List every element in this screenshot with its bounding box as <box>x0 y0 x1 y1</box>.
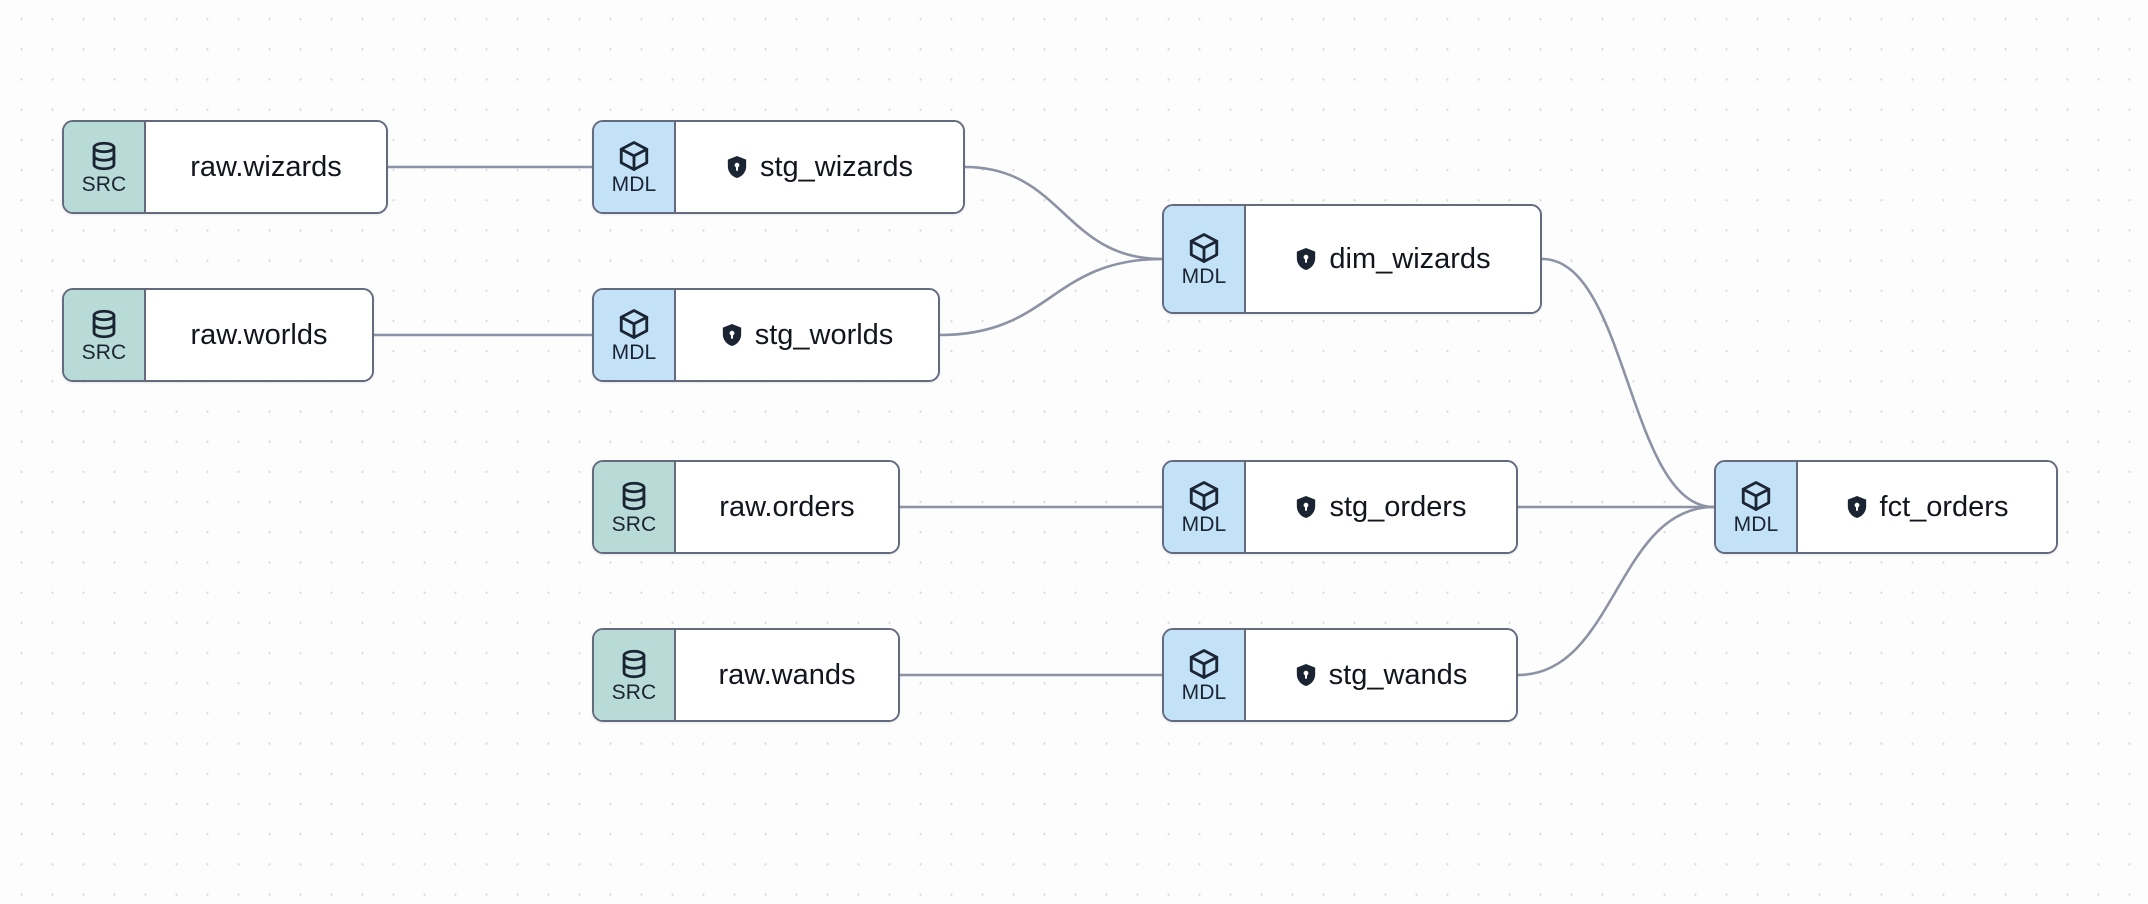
cube-icon <box>617 307 651 341</box>
shield-lock-icon <box>1295 495 1317 519</box>
node-fct_orders[interactable]: MDL fct_orders <box>1714 460 2058 554</box>
node-type-label: MDL <box>611 172 657 196</box>
node-stg_worlds[interactable]: MDL stg_worlds <box>592 288 940 382</box>
node-label: raw.wizards <box>190 151 342 183</box>
node-type-label: SRC <box>611 680 657 704</box>
node-label: raw.wands <box>718 659 856 691</box>
node-type-badge-stg_worlds: MDL <box>594 290 676 380</box>
shield-lock-icon <box>1295 247 1317 271</box>
node-stg_wands[interactable]: MDL stg_wands <box>1162 628 1518 722</box>
node-type-label: MDL <box>1733 512 1779 536</box>
node-type-label: MDL <box>611 340 657 364</box>
node-label: stg_orders <box>1329 491 1467 523</box>
node-raw_orders[interactable]: SRC raw.orders <box>592 460 900 554</box>
node-label: dim_wizards <box>1329 243 1491 275</box>
edge-stg_worlds-to-dim_wizards[interactable] <box>938 257 1164 337</box>
node-type-label: MDL <box>1181 512 1227 536</box>
node-raw_worlds[interactable]: SRC raw.worlds <box>62 288 374 382</box>
node-type-badge-raw_orders: SRC <box>594 462 676 552</box>
node-label: stg_wands <box>1328 659 1468 691</box>
node-type-label: MDL <box>1181 680 1227 704</box>
node-type-label: SRC <box>611 512 657 536</box>
node-type-label: SRC <box>81 340 127 364</box>
edge-dim_wizards-to-fct_orders[interactable] <box>1540 257 1716 509</box>
node-type-label: MDL <box>1181 264 1227 288</box>
node-body-stg_orders: stg_orders <box>1246 462 1516 552</box>
node-stg_wizards[interactable]: MDL stg_wizards <box>592 120 965 214</box>
edge-stg_wands-to-fct_orders[interactable] <box>1516 505 1716 677</box>
node-body-raw_wands: raw.wands <box>676 630 898 720</box>
cube-icon <box>1739 479 1773 513</box>
node-stg_orders[interactable]: MDL stg_orders <box>1162 460 1518 554</box>
node-body-stg_wands: stg_wands <box>1246 630 1516 720</box>
database-icon <box>617 647 651 681</box>
database-icon <box>87 307 121 341</box>
node-type-badge-stg_orders: MDL <box>1164 462 1246 552</box>
node-label: stg_wizards <box>759 151 914 183</box>
node-type-label: SRC <box>81 172 127 196</box>
node-type-badge-stg_wands: MDL <box>1164 630 1246 720</box>
shield-lock-icon <box>1846 495 1868 519</box>
edge-stg_wizards-to-dim_wizards[interactable] <box>963 165 1164 261</box>
node-body-stg_wizards: stg_wizards <box>676 122 963 212</box>
node-body-raw_orders: raw.orders <box>676 462 898 552</box>
node-raw_wizards[interactable]: SRC raw.wizards <box>62 120 388 214</box>
shield-lock-icon <box>721 323 743 347</box>
node-body-fct_orders: fct_orders <box>1798 462 2056 552</box>
node-body-stg_worlds: stg_worlds <box>676 290 938 380</box>
node-type-badge-raw_wizards: SRC <box>64 122 146 212</box>
node-body-raw_wizards: raw.wizards <box>146 122 386 212</box>
cube-icon <box>1187 479 1221 513</box>
node-raw_wands[interactable]: SRC raw.wands <box>592 628 900 722</box>
node-dim_wizards[interactable]: MDL dim_wizards <box>1162 204 1542 314</box>
node-label: stg_worlds <box>754 319 894 351</box>
node-body-dim_wizards: dim_wizards <box>1246 206 1540 312</box>
node-label: raw.worlds <box>190 319 328 351</box>
node-body-raw_worlds: raw.worlds <box>146 290 372 380</box>
shield-lock-icon <box>1295 663 1317 687</box>
node-type-badge-raw_worlds: SRC <box>64 290 146 380</box>
node-label: raw.orders <box>719 491 855 523</box>
node-type-badge-stg_wizards: MDL <box>594 122 676 212</box>
database-icon <box>87 139 121 173</box>
node-type-badge-raw_wands: SRC <box>594 630 676 720</box>
node-type-badge-dim_wizards: MDL <box>1164 206 1246 312</box>
cube-icon <box>1187 647 1221 681</box>
node-type-badge-fct_orders: MDL <box>1716 462 1798 552</box>
shield-lock-icon <box>726 155 748 179</box>
cube-icon <box>617 139 651 173</box>
node-label: fct_orders <box>1879 491 2009 523</box>
database-icon <box>617 479 651 513</box>
cube-icon <box>1187 231 1221 265</box>
